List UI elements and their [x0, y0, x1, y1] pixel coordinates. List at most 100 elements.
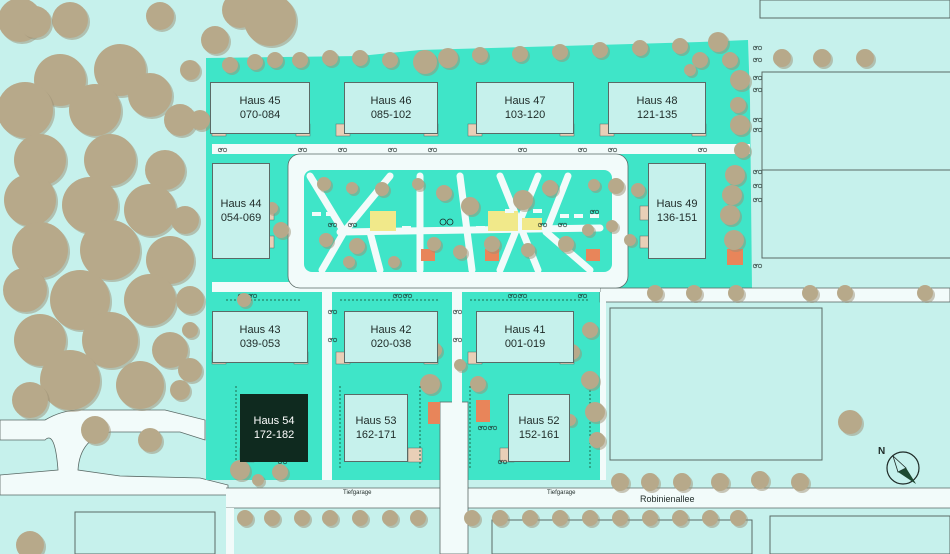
- house-unit-range: 070-084: [239, 109, 281, 121]
- sports-field: [609, 307, 823, 461]
- tree-icon: [352, 50, 368, 66]
- tree-icon: [50, 270, 110, 330]
- sports-court: [727, 249, 743, 265]
- house-name: Haus 54: [253, 415, 295, 427]
- tree-icon: [582, 224, 594, 236]
- sports-court: [421, 249, 435, 261]
- tree-icon: [632, 40, 648, 56]
- tree-icon: [702, 510, 718, 526]
- bicycle-parking-icon: [337, 147, 348, 153]
- tree-icon: [40, 350, 100, 410]
- tree-icon: [642, 510, 658, 526]
- tree-icon: [14, 314, 66, 366]
- sports-court: [476, 400, 490, 422]
- tree-icon: [730, 510, 746, 526]
- bicycle-parking-icon: [577, 293, 588, 299]
- tree-icon: [171, 206, 199, 234]
- tree-icon: [294, 510, 310, 526]
- house-name: Haus 43: [239, 324, 281, 336]
- benches: [312, 209, 599, 230]
- tree-icon: [178, 358, 202, 382]
- tree-icon: [273, 222, 289, 238]
- tree-icon: [581, 371, 599, 389]
- tree-icon: [116, 361, 164, 409]
- tree-icon: [349, 238, 365, 254]
- tree-icon: [388, 256, 400, 268]
- bicycle-parking-icon: [537, 222, 548, 228]
- tree-icon: [470, 376, 486, 392]
- tree-icon: [647, 285, 663, 301]
- tree-icon: [711, 473, 729, 491]
- bicycle-parking-icon: [607, 147, 618, 153]
- tree-icon: [585, 402, 605, 422]
- tree-icon: [484, 236, 500, 252]
- house-name: Haus 47: [504, 95, 546, 107]
- tree-icon: [641, 473, 659, 491]
- house-43[interactable]: Haus 43 039-053: [212, 311, 308, 363]
- street-south-west: [226, 508, 234, 554]
- tree-icon: [684, 64, 696, 76]
- footpath-north: [212, 144, 750, 154]
- tree-icon: [343, 256, 355, 268]
- tree-icon: [542, 180, 558, 196]
- bicycle-parking-icon: [752, 45, 763, 51]
- bicycle-parking-icon: [327, 337, 338, 343]
- bicycle-parking-icon: [487, 425, 498, 431]
- house-unit-range: 039-053: [239, 338, 281, 350]
- footpath-east: [600, 292, 606, 480]
- house-name: Haus 41: [504, 324, 546, 336]
- bicycle-parking-icon: [327, 222, 338, 228]
- bicycle-parking-icon: [752, 57, 763, 63]
- tree-icon: [730, 115, 750, 135]
- tree-icon: [237, 510, 253, 526]
- tree-icon: [589, 432, 605, 448]
- house-unit-range: 152-161: [518, 429, 560, 441]
- tree-icon: [14, 134, 66, 186]
- bicycle-parking-icon: [497, 459, 508, 465]
- bench: [574, 214, 583, 218]
- tree-icon: [917, 285, 933, 301]
- bicycle-parking: [217, 45, 763, 465]
- tree-icon: [375, 182, 389, 196]
- tree-icon: [582, 510, 598, 526]
- tree-icon: [12, 222, 68, 278]
- neighbour-building-south-west: [74, 511, 216, 554]
- tree-icon: [244, 0, 296, 46]
- tree-icon: [802, 285, 818, 301]
- tree-icon: [12, 382, 48, 418]
- tree-icon: [608, 178, 624, 194]
- bicycle-parking-icon: [402, 293, 413, 299]
- tree-icon: [19, 6, 51, 38]
- tree-icon: [624, 234, 636, 246]
- tree-icon: [182, 322, 198, 338]
- bicycle-parking-icon: [217, 147, 228, 153]
- tree-icon: [521, 243, 535, 257]
- tree-icon: [382, 52, 398, 68]
- tree-icon: [292, 52, 308, 68]
- tree-icon: [81, 416, 109, 444]
- tree-icon: [138, 428, 162, 452]
- tree-icon: [180, 60, 200, 80]
- north-label: N: [878, 446, 886, 457]
- tree-icon: [80, 220, 140, 280]
- tree-icon: [145, 150, 185, 190]
- house-name: Haus 49: [656, 198, 698, 210]
- terrace: [407, 447, 423, 463]
- tree-icon: [722, 185, 742, 205]
- tree-icon: [773, 49, 791, 67]
- tree-icon: [16, 531, 44, 554]
- tree-icon: [454, 359, 466, 371]
- playground-icon: [439, 218, 454, 226]
